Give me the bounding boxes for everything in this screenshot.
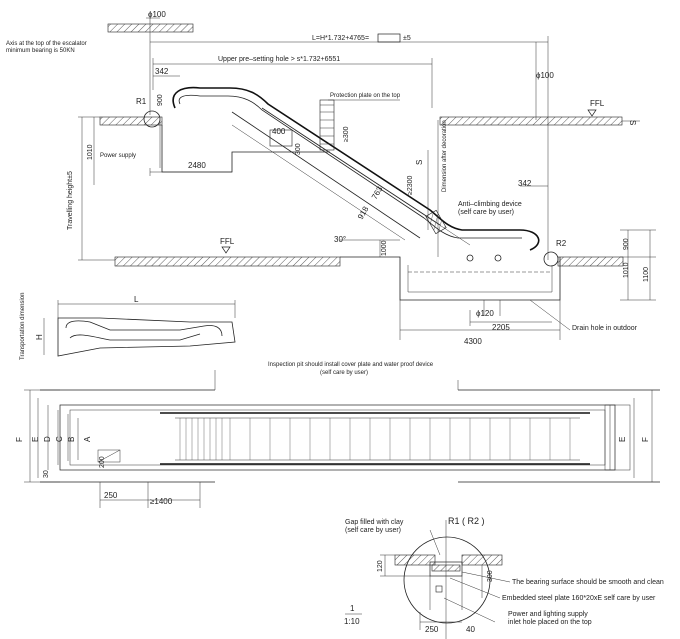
scale-denominator: 1:10 [344,617,360,626]
plan-C-label: C [55,436,64,442]
power-supply-label: Power supply [100,153,136,159]
dim-342-right: 342 [518,179,532,188]
plan-dim-200: 200 [99,456,106,468]
axis-note-1: Axis at the top of the escalator [6,41,87,47]
lower-floor-right [557,256,624,267]
bearing-label: The bearing surface should be smooth and… [512,579,664,586]
plan-F-right-label: F [641,437,650,442]
ffl-right-label: FFL [590,99,605,108]
elevation-view [78,12,656,340]
transport-dim-label: Transportation dimension [20,293,26,360]
dim-918: 918 [356,204,371,221]
anti-climbing-device [425,209,447,235]
phi120-label: ϕ120 [476,309,494,318]
plan-view [24,370,660,508]
upper-floor-left [99,116,163,126]
detail-dim-120: 120 [377,560,384,572]
drain-hole-label: Drain hole in outdoor [572,325,638,332]
upper-floor-right [439,116,623,126]
transportation-view [43,300,236,357]
l-formula: L=H*1.732+4765= [312,35,369,42]
r1-marker [143,110,161,128]
dim-1000: 1000 [381,240,388,256]
axis-note-2: minimum bearing is 50KN [6,48,75,54]
plan-E-right-label: E [618,437,627,442]
gap-label-1: Gap filled with clay [345,519,404,526]
detail-dim-250: 250 [425,625,439,634]
s-right-label: S [628,120,637,125]
dim-342-top: 342 [155,67,169,76]
dim-1010-left: 1010 [87,144,94,160]
l-tolerance: ±5 [403,35,411,42]
detail-dim-40: 40 [466,625,475,634]
ffl-marker-right [587,109,597,117]
step-band [59,404,616,471]
detail-dim-300: 300 [487,570,494,582]
transport-H-label: H [35,334,44,340]
embedded-plate-label: Embedded steel plate 160*20xE self care … [502,595,656,602]
plan-D-label: D [43,436,52,442]
dim-4300: 4300 [464,337,482,346]
phi100-top-label: ϕ100 [148,10,166,19]
dim-300b: 300 [295,143,302,155]
anti-climb-label-1: Anti–climbing device [458,201,522,208]
r1r2-label: R1 ( R2 ) [448,516,485,526]
plan-dim-30: 30 [43,470,50,478]
detail-circle [403,536,491,624]
transport-escalator-outline [57,317,236,357]
scale-numerator: 1 [350,604,355,613]
inspection-label-1: Inspection pit should install cover plat… [268,362,434,368]
steps [179,418,571,460]
power-lighting-label-1: Power and lighting supply [508,611,588,618]
plan-dim-1400: ≥1400 [150,497,173,506]
lower-floor-left [114,256,341,267]
inspection-label-2: (self care by user) [320,370,368,376]
detail-view [345,520,511,639]
dim-after-decoration: Dimension after decoration [442,120,448,192]
top-hatch-slab [107,23,194,33]
plan-F-label: F [15,437,24,442]
plan-dim-250: 250 [104,491,118,500]
power-lighting-label-2: inlet hole placed on the top [508,619,592,626]
dim-2300: ≥2300 [407,175,414,195]
dim-1100: 1100 [643,267,650,282]
protection-plate-label: Protection plate on the top [330,93,401,99]
phi100-right-label: ϕ100 [536,71,554,80]
l-value-box [377,33,401,43]
ffl-marker-left [221,246,231,254]
angle-label: 30° [334,235,346,244]
s-mid-label: S [415,160,424,165]
gap-label-2: (self care by user) [345,527,401,534]
r1-label: R1 [136,97,147,106]
travelling-height: Travelling height±5 [67,171,74,230]
box-400 [269,129,293,147]
upper-hole-label: Upper pre–setting hole > s*1.732+6551 [218,56,340,63]
dim-300a: ≥300 [343,126,350,142]
protection-plate [319,99,335,151]
anti-climb-label-2: (self care by user) [458,209,514,216]
plan-E-label: E [31,437,40,442]
r2-marker [543,251,559,267]
transport-L-label: L [134,295,139,304]
dim-2205: 2205 [492,323,510,332]
plan-A-label: A [83,436,92,442]
dim-1010-right: 1010 [623,262,630,278]
dim-400: 400 [272,127,286,136]
r2-label: R2 [556,239,567,248]
handrail [172,86,540,251]
ffl-left-label: FFL [220,237,235,246]
dim-900-left: 900 [157,94,164,106]
dim-900-right: 900 [623,238,630,250]
dim-2480: 2480 [188,161,206,170]
plan-B-label: B [67,437,76,442]
